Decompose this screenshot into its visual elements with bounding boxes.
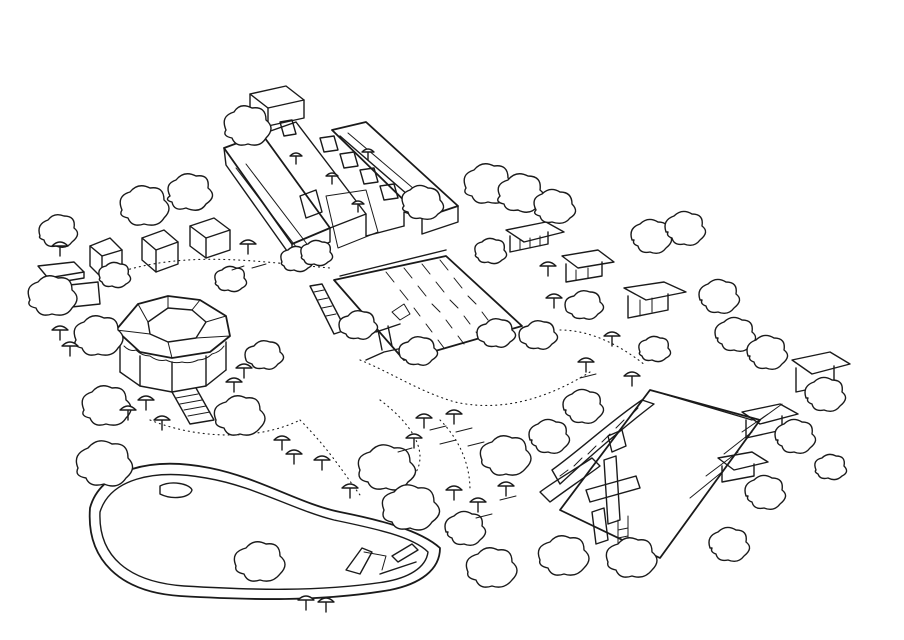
beach-umbrellas <box>51 148 641 613</box>
main-swimming-pool <box>309 249 523 361</box>
octagonal-pavilion <box>115 295 231 425</box>
ink-layer <box>27 85 851 613</box>
tree-canopy <box>27 105 848 588</box>
changing-cabins-right <box>505 221 851 483</box>
changing-cabins-left <box>37 217 231 309</box>
lap-pool-and-diving-tower <box>539 389 783 559</box>
lounge-chairs <box>231 263 597 519</box>
freeform-pool <box>88 462 441 600</box>
